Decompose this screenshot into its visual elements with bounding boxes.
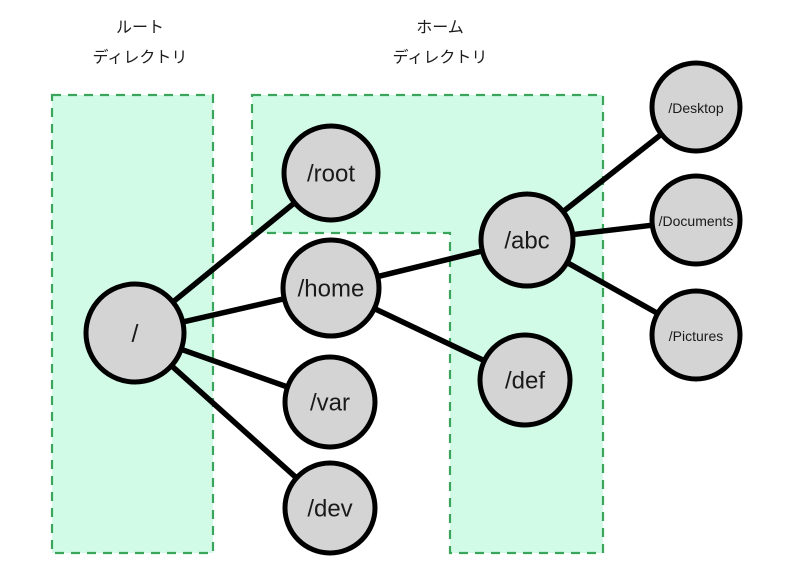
node-def[interactable]: /def xyxy=(477,332,573,428)
caption-root-dir-line2: ディレクトリ xyxy=(93,48,188,67)
edge-abc-to-desktop xyxy=(558,129,667,217)
node-circle-documents[interactable] xyxy=(649,173,743,267)
node-circle-slash-root[interactable] xyxy=(281,123,381,223)
node-circle-home[interactable] xyxy=(280,237,382,339)
node-circle-pictures[interactable] xyxy=(649,288,743,382)
node-var[interactable]: /var xyxy=(282,354,378,450)
edge-home-to-abc xyxy=(371,247,488,281)
caption-home-dir-line2: ディレクトリ xyxy=(393,48,488,67)
node-label-slash-root: /root xyxy=(307,161,355,188)
node-label-pictures: /Pictures xyxy=(669,328,723,344)
node-root[interactable]: / xyxy=(83,281,187,385)
edge-root-to-slash-root xyxy=(167,198,300,307)
node-label-def: /def xyxy=(505,368,545,395)
edge-root-to-dev xyxy=(166,360,302,483)
node-pictures[interactable]: /Pictures xyxy=(649,288,743,382)
node-label-dev: /dev xyxy=(307,496,352,523)
edge-home-to-def xyxy=(368,304,490,365)
node-label-abc: /abc xyxy=(504,228,549,255)
node-slash-root[interactable]: /root xyxy=(281,123,381,223)
node-documents[interactable]: /Documents xyxy=(649,173,743,267)
node-circle-abc[interactable] xyxy=(478,191,576,289)
node-circle-root[interactable] xyxy=(83,281,187,385)
node-label-var: /var xyxy=(310,390,350,417)
node-label-root: / xyxy=(132,320,139,348)
node-dev[interactable]: /dev xyxy=(282,460,378,556)
node-circle-dev[interactable] xyxy=(282,460,378,556)
node-label-documents: /Documents xyxy=(659,213,734,229)
edges-layer xyxy=(166,129,667,483)
node-circle-def[interactable] xyxy=(477,332,573,428)
node-abc[interactable]: /abc xyxy=(478,191,576,289)
edge-abc-to-pictures xyxy=(561,258,664,318)
node-home[interactable]: /home xyxy=(280,237,382,339)
edge-root-to-var xyxy=(175,345,294,391)
caption-root-dir-line1: ルート xyxy=(116,20,164,37)
node-circle-desktop[interactable] xyxy=(649,60,743,154)
node-label-desktop: /Desktop xyxy=(668,100,723,116)
node-desktop[interactable]: /Desktop xyxy=(649,60,743,154)
caption-home-dir-line1: ホーム xyxy=(416,20,464,37)
edge-root-to-home xyxy=(177,295,290,326)
nodes-layer: / /root/home/var/dev/abc/def/Desktop/Docu… xyxy=(83,60,743,556)
edge-abc-to-documents xyxy=(566,222,659,238)
node-circle-var[interactable] xyxy=(282,354,378,450)
node-label-home: /home xyxy=(298,276,365,303)
